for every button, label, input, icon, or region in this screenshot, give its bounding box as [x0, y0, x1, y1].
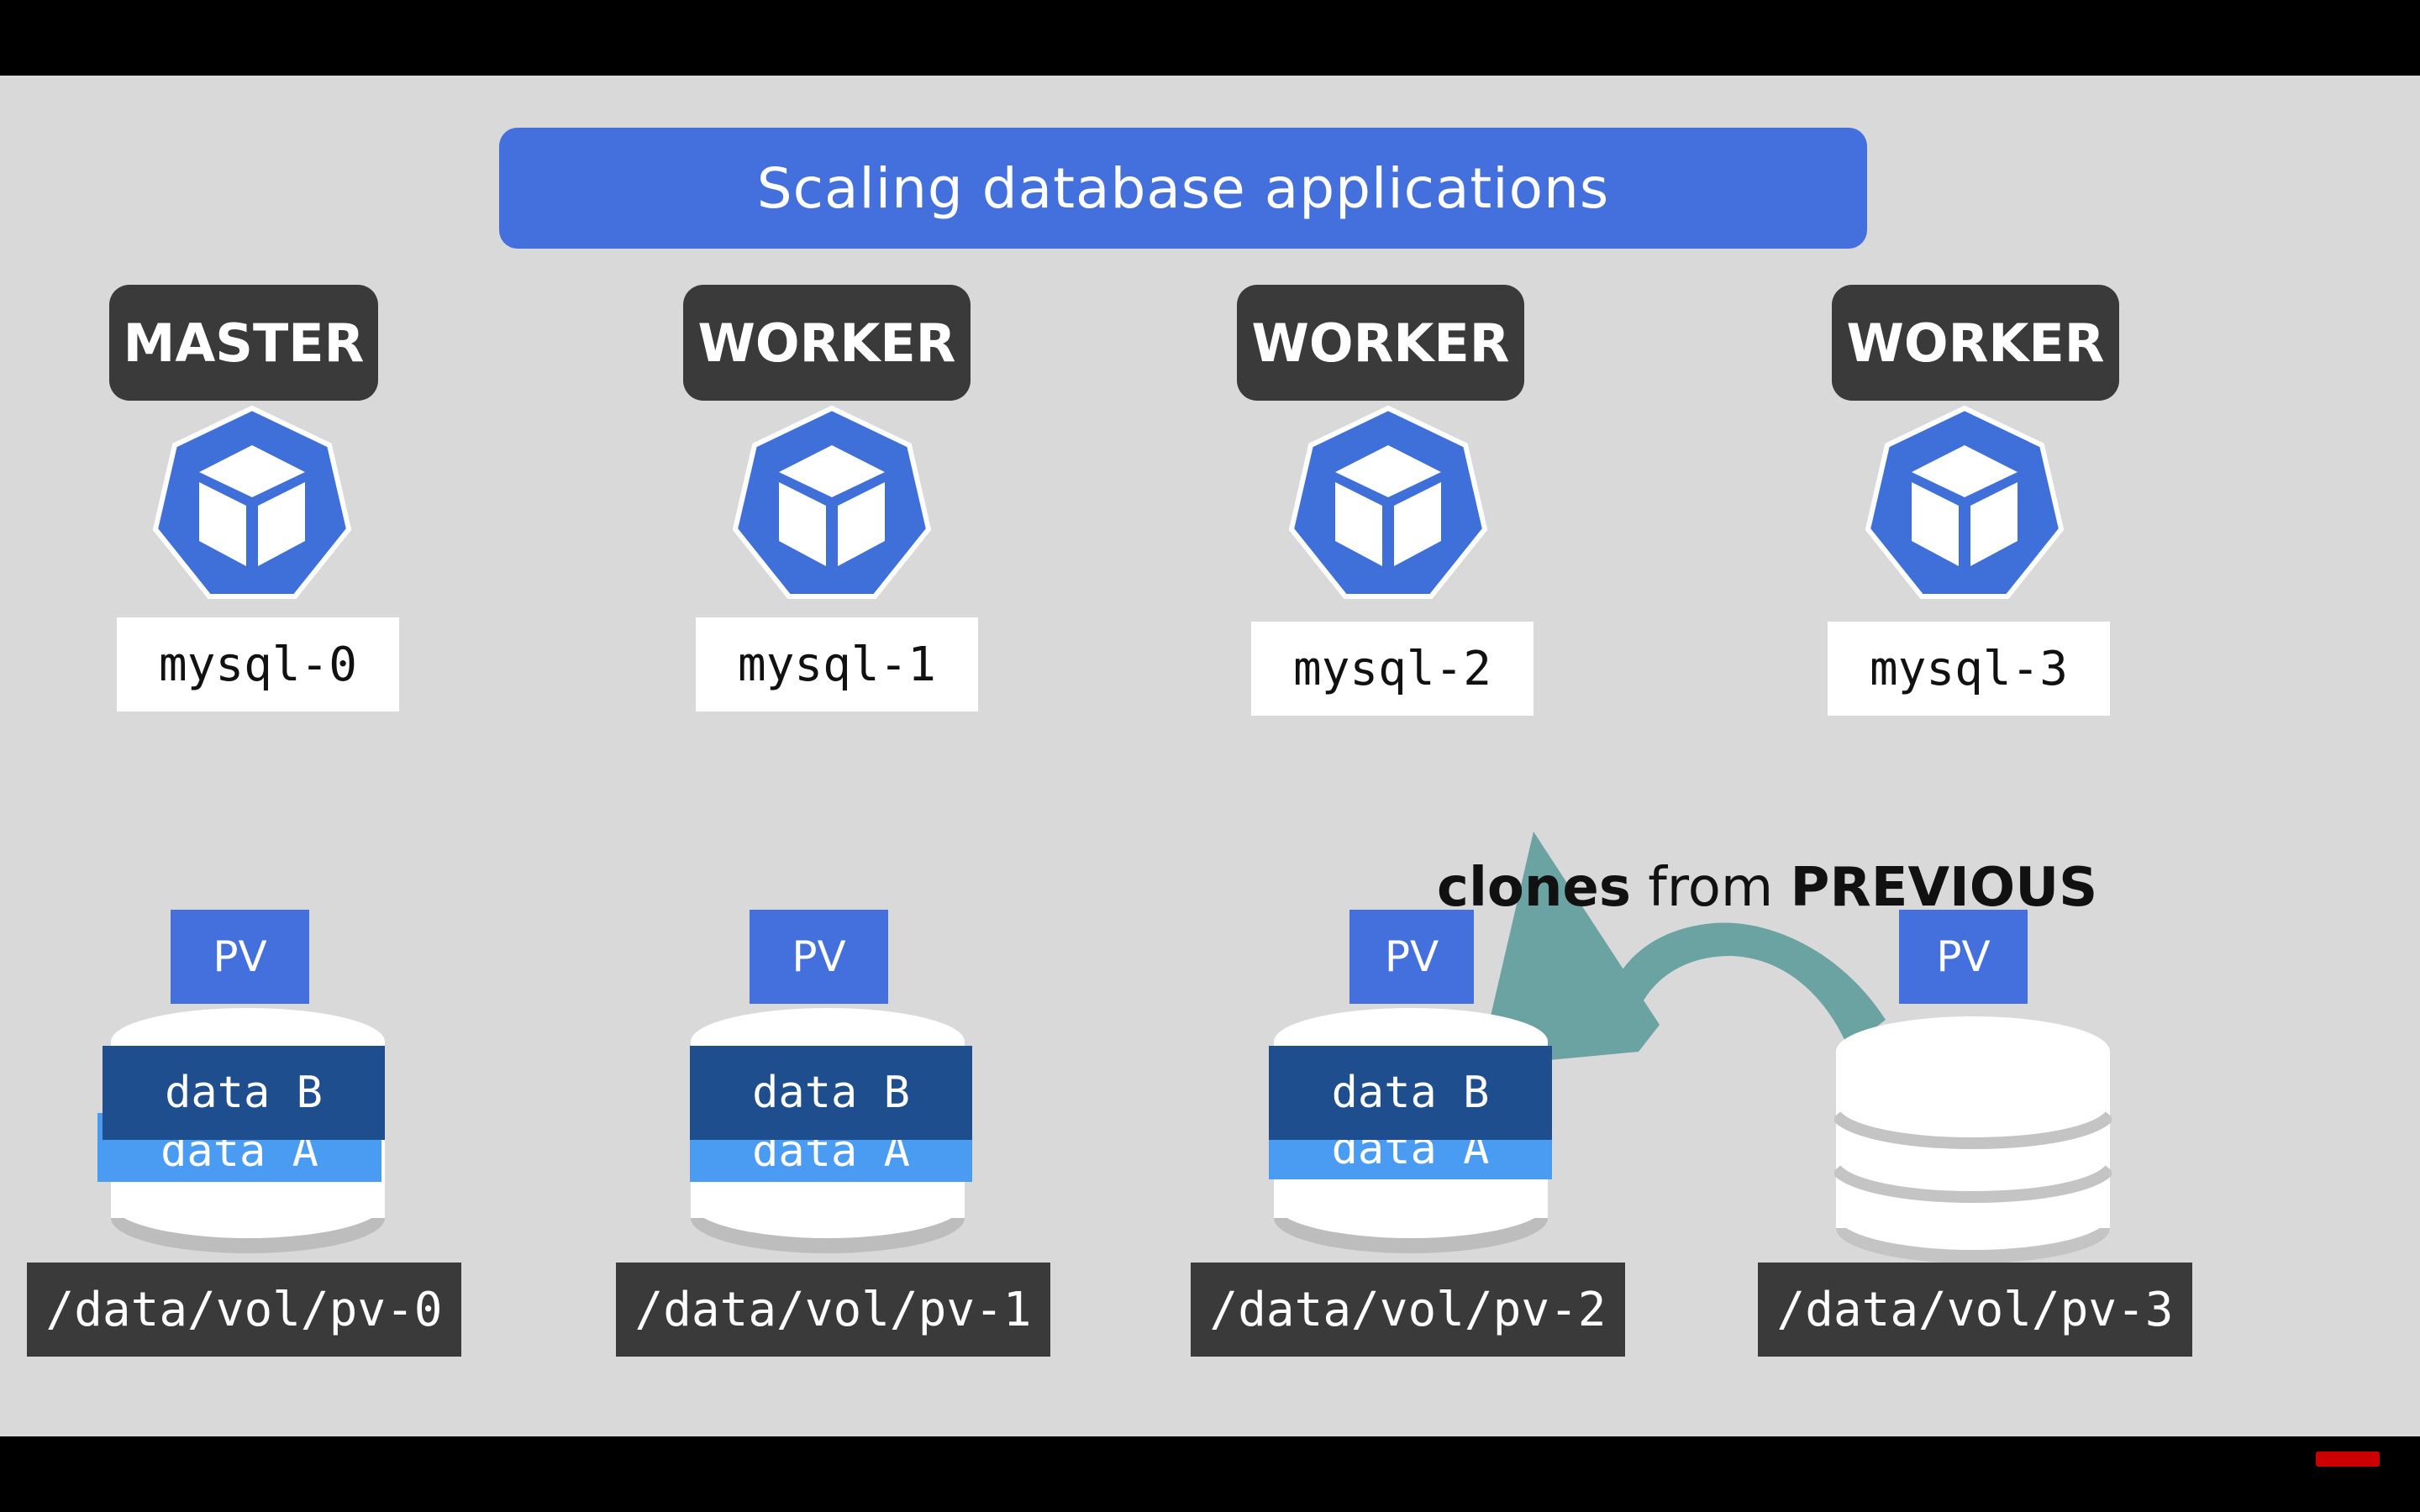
node-0-pod-label: mysql-0 [117, 617, 399, 711]
node-1-pod-label: mysql-1 [696, 617, 978, 711]
node-2-pv-tag: PV [1349, 910, 1474, 1004]
node-2-pod-label: mysql-2 [1251, 622, 1534, 716]
node-3-role-badge: WORKER [1832, 285, 2119, 401]
title-banner: Scaling database applications [499, 128, 1867, 249]
node-1-role-badge: WORKER [683, 285, 971, 401]
annotation-word-previous: PREVIOUS [1790, 857, 2098, 919]
node-2-role-badge: WORKER [1237, 285, 1524, 401]
node-2-data-b: data B [1269, 1046, 1552, 1140]
node-3-pv-tag: PV [1899, 910, 2028, 1004]
clones-annotation: clones from PREVIOUS [1437, 857, 2097, 919]
annotation-word-clones: clones [1437, 857, 1631, 919]
kubernetes-node-icon [152, 405, 352, 599]
node-3-volume-path: /data/vol/pv-3 [1758, 1263, 2192, 1357]
clone-arrow-icon [1479, 832, 1886, 1067]
node-0-volume-path: /data/vol/pv-0 [27, 1263, 461, 1357]
node-3-pod-label: mysql-3 [1828, 622, 2110, 716]
node-1-pv-tag: PV [750, 910, 888, 1004]
node-0-data-b: data B [103, 1046, 385, 1140]
diagram-slide: Scaling database applications MASTER WOR… [0, 76, 2420, 1436]
node-0-pv-tag: PV [171, 910, 309, 1004]
kubernetes-node-icon [732, 405, 932, 599]
node-1-volume-path: /data/vol/pv-1 [616, 1263, 1050, 1357]
database-disk-icon [1834, 1016, 2112, 1263]
kubernetes-node-icon [1288, 405, 1488, 599]
subscribe-badge-icon [2316, 1452, 2380, 1467]
node-0-role-badge: MASTER [109, 285, 378, 401]
node-2-volume-path: /data/vol/pv-2 [1191, 1263, 1625, 1357]
annotation-word-from: from [1630, 857, 1791, 919]
kubernetes-node-icon [1865, 405, 2065, 599]
node-1-data-b: data B [690, 1046, 972, 1140]
